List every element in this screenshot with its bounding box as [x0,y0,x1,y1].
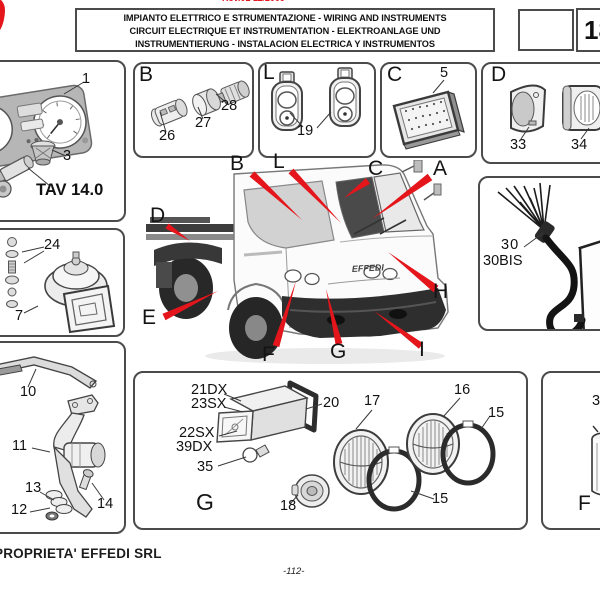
section-letter-c: C [387,63,403,86]
instrument-cluster-illustration [0,84,93,198]
part-label-27: 27 [195,115,212,131]
horn-illustration [5,237,116,334]
title-line-2: CIRCUIT ELECTRIQUE ET INSTRUMENTATION - … [129,26,441,36]
callout-letter-d: D [150,204,166,227]
part-label-1: 1 [82,71,91,87]
callout-arrow-h [388,252,439,293]
panel-d-side-lamps [481,62,600,164]
panel-l-switches [258,62,376,158]
part-label-15-rear: 15 [488,405,505,421]
part-label-3: 3 [63,148,72,164]
callout-arrow-d [165,223,190,241]
part-label-20: 20 [323,395,340,411]
callout-arrows [162,168,439,349]
logo-glyph: 9 [0,0,5,48]
panel-f [541,371,600,530]
header-empty-box [518,9,574,51]
brand-logo: 9 [0,0,17,58]
callout-letter-e: E [142,306,157,329]
callout-arrow-i [374,311,424,349]
part-label-11: 11 [12,438,28,454]
callout-arrow-b [249,171,302,220]
part-label-3x: 3 [592,393,600,409]
callout-letter-c: C [368,157,384,180]
title-line-3: INSTRUMENTIERUNG - INSTALACION ELECTRICA… [135,39,435,49]
front-lamps-illustration [216,380,496,512]
callout-arrow-g [326,289,343,345]
part-label-21dx: 21DX [191,382,228,398]
callout-arrow-l [288,168,341,223]
part-label-23sx: 23SX [191,396,227,412]
title-line-1: IMPIANTO ELETTRICO E STRUMENTAZIONE - WI… [123,13,447,23]
lens-illustration [392,90,465,150]
callout-arrow-c [344,178,370,198]
panel-instrument-cluster [0,60,126,222]
panel-b-ignition-switch [133,62,254,158]
part-label-39dx: 39DX [176,439,213,455]
part-label-10: 10 [20,384,37,400]
panel-horn [0,228,125,337]
switches-illustration [271,67,361,131]
callout-arrow-a [372,173,433,219]
callout-letter-a: A [433,157,448,180]
harness-illustration [497,182,600,329]
tav-reference: TAV 14.0 [36,181,104,199]
part-label-26: 26 [159,128,176,144]
section-letter-l: L [263,61,275,84]
callout-arrow-e [162,291,218,321]
wiper-illustration [0,356,106,521]
part-label-14: 14 [97,496,114,512]
part-label-30: 30 [501,237,520,253]
part-label-19: 19 [297,123,314,139]
title-block: IMPIANTO ELETTRICO E STRUMENTAZIONE - WI… [75,8,495,52]
part-label-16: 16 [454,382,471,398]
panel-harness [478,176,600,331]
part-label-17: 17 [364,393,381,409]
part-label-22sx: 22SX [179,425,215,441]
section-letter-d: D [491,63,507,86]
part-label-33: 33 [510,137,527,153]
callout-letter-l: L [273,150,285,173]
part-label-30bis: 30BIS [483,253,523,269]
callout-letter-b: B [230,152,245,175]
revision-note: Rev.01 11/2009 [222,0,285,3]
callout-letter-h: H [433,280,449,303]
property-notice: PROPRIETA' EFFEDI SRL [0,546,162,561]
part-label-5: 5 [440,65,449,81]
truck-brand-badge: EFFEDI [352,262,385,274]
part-label-35: 35 [197,459,214,475]
sheet-number-box: 18 [576,8,600,52]
part-label-12: 12 [11,502,28,518]
part-label-24: 24 [44,237,61,253]
part-label-28: 28 [221,98,238,114]
section-letter-f: F [578,492,591,515]
callout-letter-i: I [419,338,425,361]
callout-arrow-f [272,281,296,347]
panel-wiper [0,341,126,534]
callout-letter-f: F [262,343,275,366]
section-letter-b: B [139,63,154,86]
sheet-number: 18 [584,15,600,45]
page-number: -112- [283,566,305,577]
part-label-34: 34 [571,137,588,153]
cylinder-part-illustration [591,425,600,496]
panel-c-lens [380,62,477,158]
part-label-7: 7 [15,308,24,324]
part-label-18: 18 [280,498,297,514]
section-letter-g: G [196,489,214,515]
panel-front-lamps [133,371,528,530]
part-label-13: 13 [25,480,42,496]
callout-letter-g: G [330,340,347,363]
part-label-15-front: 15 [432,491,449,507]
